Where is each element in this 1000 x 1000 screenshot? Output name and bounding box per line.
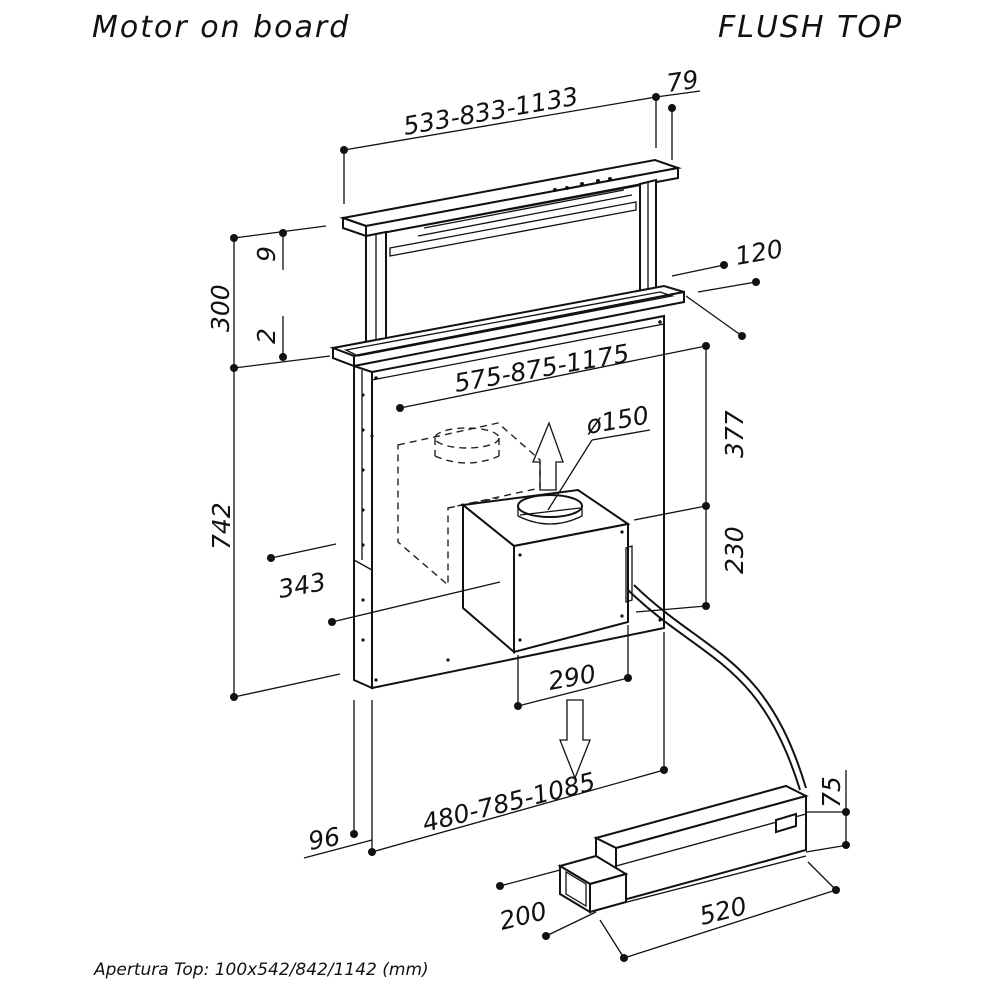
flush-top-title: FLUSH TOP xyxy=(718,10,904,45)
dim-bottom-offset: 96 xyxy=(306,822,342,856)
airflow-up-arrow xyxy=(532,421,564,491)
opening-note: Apertura Top: 100x542/842/1142 (mm) xyxy=(94,960,429,980)
dimension-lines xyxy=(230,90,850,962)
dim-motor-width: 290 xyxy=(546,659,598,696)
dim-top-depth: 79 xyxy=(665,65,701,98)
dim-upper-height: 377 xyxy=(720,410,749,458)
motor-box xyxy=(460,488,633,655)
dim-box-depth: 200 xyxy=(496,896,549,936)
dim-lip-bottom: 2 xyxy=(252,328,281,344)
dim-lip-top: 9 xyxy=(252,246,281,262)
external-box xyxy=(557,784,809,914)
airflow-down-arrow xyxy=(559,699,591,780)
motor-on-board-title: Motor on board xyxy=(92,10,351,45)
dim-motor-height: 230 xyxy=(720,526,749,574)
frame-flange xyxy=(329,284,685,368)
dim-rise-height: 300 xyxy=(206,284,235,332)
dim-top-width: 533-833-1133 xyxy=(401,82,580,141)
dim-box-length: 520 xyxy=(696,891,749,931)
dim-side-depth: 120 xyxy=(733,234,785,271)
motor-cable xyxy=(627,589,801,791)
dim-bottom-width: 480-785-1085 xyxy=(419,767,598,838)
dim-box-height: 75 xyxy=(817,776,846,808)
dim-motor-depth: 343 xyxy=(276,567,328,604)
dim-body-height: 742 xyxy=(207,502,236,550)
